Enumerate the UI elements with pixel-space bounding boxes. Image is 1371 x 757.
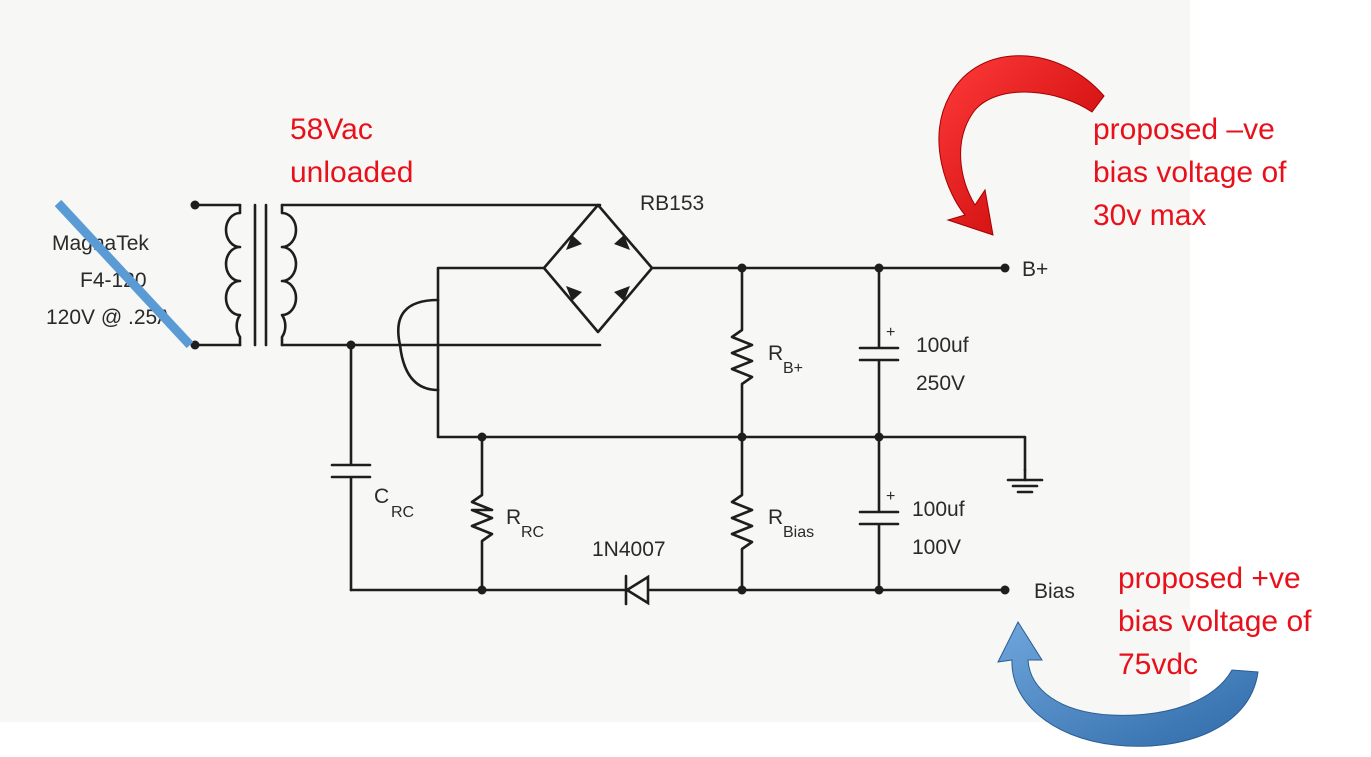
red-curved-arrow — [938, 55, 1105, 236]
capacitor-100uf-100v — [858, 435, 900, 592]
r-bplus-sub-label: B+ — [783, 360, 803, 377]
secondary-note-line2: unloaded — [290, 156, 414, 189]
bplus-terminal-label: B+ — [1022, 258, 1048, 281]
bias-terminal — [1000, 585, 1010, 595]
transformer-rating-label: 120V @ .25A — [46, 306, 171, 329]
bridge-diode-1 — [566, 235, 582, 250]
junction-rbias-bottom — [737, 585, 747, 595]
cap-bottom-voltage-label: 100V — [912, 536, 961, 559]
junction-cap-bottom — [874, 585, 884, 595]
r-rc-sub-label: RC — [521, 524, 544, 541]
cap-top-value-label: 100uf — [916, 334, 969, 357]
bridge-rectifier-rb153 — [542, 203, 654, 334]
diode-1n4007 — [624, 574, 650, 606]
bridge-label: RB153 — [640, 192, 704, 215]
negative-bias-note-line2: bias voltage of — [1093, 156, 1287, 189]
bridge-diode-2 — [614, 235, 630, 250]
r-bias-label: R — [768, 506, 783, 529]
r-bplus-label: R — [768, 342, 783, 365]
capacitor-100uf-250v — [858, 266, 900, 439]
cap-bottom-value-label: 100uf — [912, 498, 965, 521]
negative-bias-note-line1: proposed –ve — [1093, 113, 1275, 146]
cap-top-voltage-label: 250V — [916, 372, 965, 395]
r-rc-label: R — [506, 506, 521, 529]
resistor-r-bias — [730, 435, 754, 592]
positive-bias-note-line3: 75vdc — [1118, 648, 1199, 681]
resistor-r-bplus — [730, 266, 754, 439]
blue-curved-arrow — [997, 620, 1259, 747]
c-rc-sub-label: RC — [391, 504, 414, 521]
secondary-voltage-note: 58Vac unloaded — [290, 108, 413, 194]
cap-top-plus: + — [886, 324, 895, 341]
ground-rail — [436, 388, 1027, 472]
bridge-diamond — [542, 203, 654, 334]
diode-label: 1N4007 — [592, 538, 666, 561]
secondary-note-line1: 58Vac — [290, 113, 373, 146]
schematic-scan-background — [0, 0, 1190, 722]
cap-bottom-plus: + — [886, 488, 895, 505]
bridge-diode-4 — [614, 286, 630, 301]
primary-terminal-bottom — [190, 340, 200, 350]
primary-terminal-top — [190, 200, 200, 210]
positive-bias-note-line2: bias voltage of — [1118, 605, 1312, 638]
r-bias-sub-label: Bias — [783, 524, 814, 541]
c-rc-label: C — [374, 485, 389, 508]
positive-bias-note: proposed +ve bias voltage of 75vdc — [1118, 557, 1311, 686]
positive-bias-note-line1: proposed +ve — [1118, 562, 1301, 595]
ground-symbol — [1006, 468, 1044, 494]
secondary-winding — [280, 203, 298, 347]
capacitor-c-rc — [330, 343, 372, 592]
strike-through-line — [54, 199, 194, 349]
transformer — [190, 200, 298, 350]
wire-crossover-hop — [397, 298, 440, 392]
bridge-diode-3 — [566, 286, 582, 301]
negative-bias-note: proposed –ve bias voltage of 30v max — [1093, 108, 1286, 237]
resistor-r-rc — [470, 435, 494, 592]
negative-bias-note-line3: 30v max — [1093, 199, 1207, 232]
junction-rrc-bottom — [477, 585, 487, 595]
primary-winding — [224, 203, 242, 347]
bplus-terminal — [1000, 263, 1010, 273]
bias-terminal-label: Bias — [1034, 580, 1075, 603]
bridge-negative-wire-top — [436, 266, 546, 302]
